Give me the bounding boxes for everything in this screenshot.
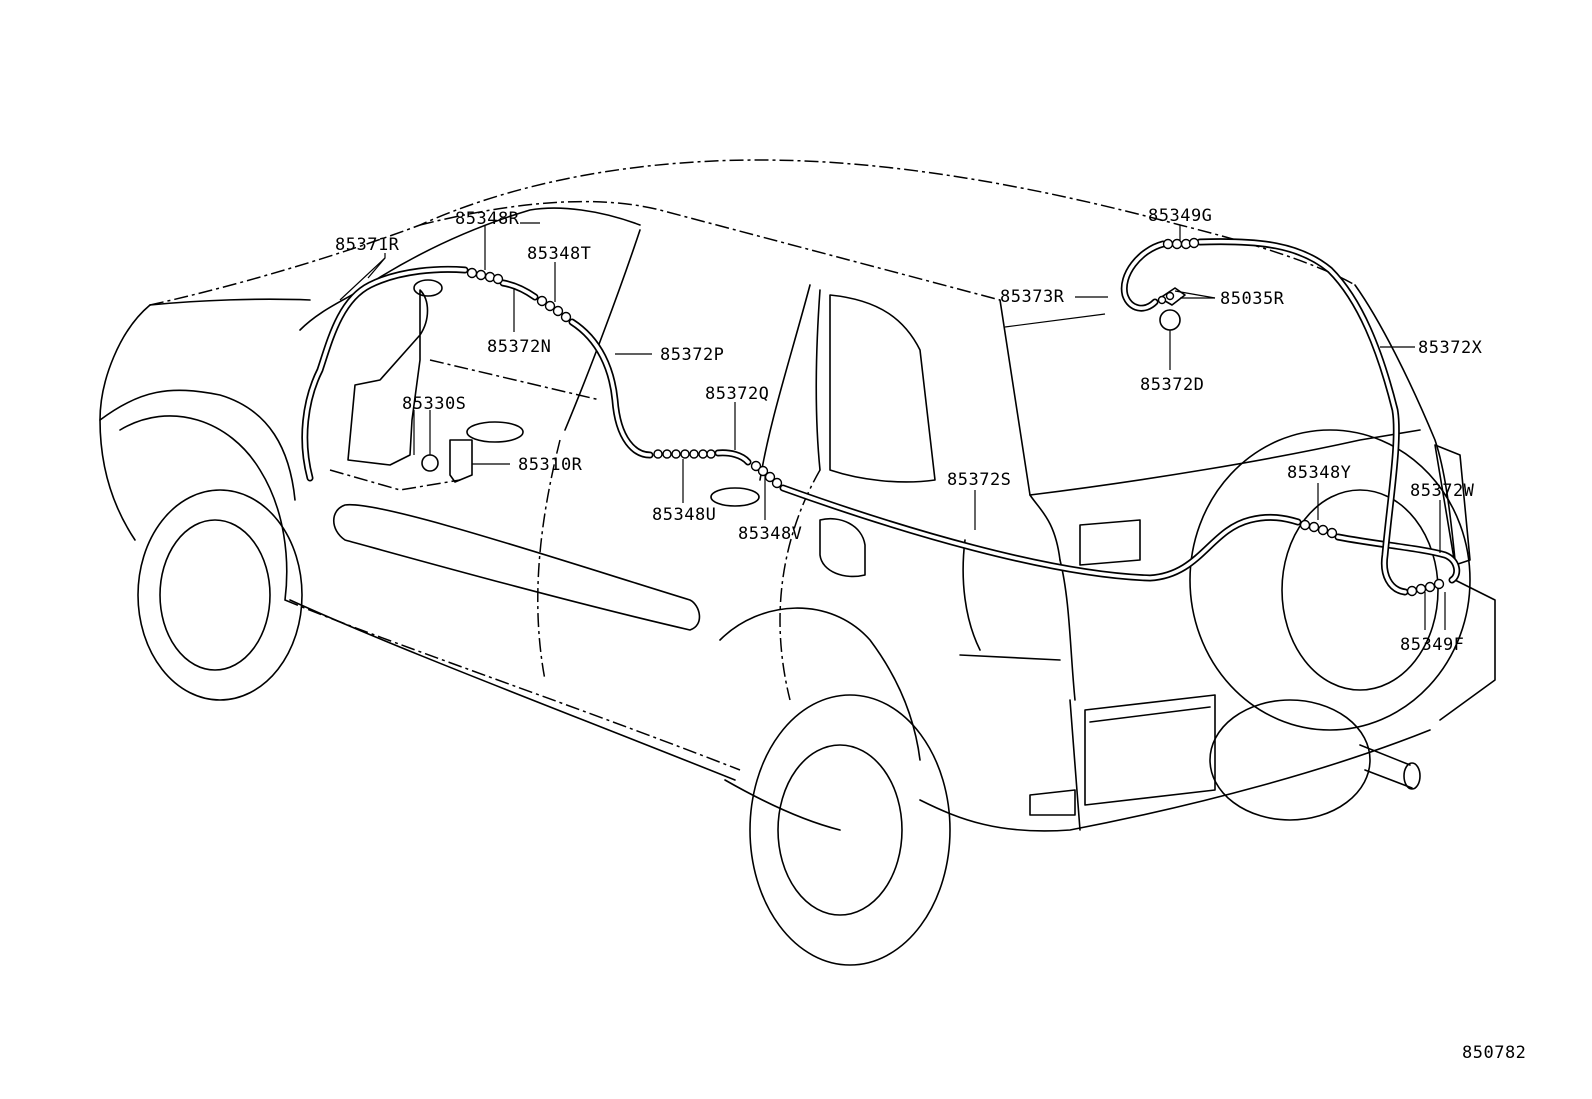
part-label: 85348Y: [1287, 463, 1351, 483]
part-label: 85372D: [1140, 375, 1204, 395]
connector-icon: [466, 267, 504, 285]
connector-icon: [1299, 519, 1338, 539]
part-label: 85372Q: [705, 384, 769, 404]
connector-icon: [1406, 578, 1445, 597]
part-label: 85372X: [1418, 338, 1483, 358]
part-label: 85349G: [1148, 206, 1212, 226]
connector-icon: [653, 449, 716, 459]
washer-hose-routing: [301, 238, 1461, 596]
connector-icon: [1162, 237, 1200, 250]
part-label: 85035R: [1220, 289, 1285, 309]
part-label: 85371R: [335, 235, 400, 255]
washer-pump-icon: [449, 439, 473, 483]
hose-connectors: [466, 237, 1445, 597]
part-label: 85372W: [1410, 481, 1475, 501]
connector-icon: [750, 460, 783, 489]
connector-icon: [1157, 291, 1175, 305]
connector-icon: [536, 295, 572, 323]
part-label: 85372N: [487, 337, 551, 357]
part-label: 85330S: [402, 394, 466, 414]
washer-tank: [329, 279, 601, 491]
part-label: 85372P: [660, 345, 724, 365]
part-label: 85349F: [1400, 635, 1464, 655]
part-label: 85348V: [738, 524, 802, 544]
drawing-number: 850782: [1462, 1043, 1526, 1063]
part-label: 85372S: [947, 470, 1011, 490]
part-label: 85348T: [527, 244, 591, 264]
part-labels: 85371R 85348R 85348T 85372N 85372P 85330…: [335, 206, 1483, 655]
part-label: 85373R: [1000, 287, 1065, 307]
grommet-icon: [421, 454, 439, 472]
grommet-icon: [1159, 309, 1181, 331]
part-label: 85348R: [455, 209, 520, 229]
part-label: 85310R: [518, 455, 583, 475]
part-label: 85348U: [652, 505, 716, 525]
nozzle-icon: [1159, 287, 1186, 306]
vehicle-outline: [99, 159, 1496, 966]
leader-lines: [339, 222, 1446, 630]
